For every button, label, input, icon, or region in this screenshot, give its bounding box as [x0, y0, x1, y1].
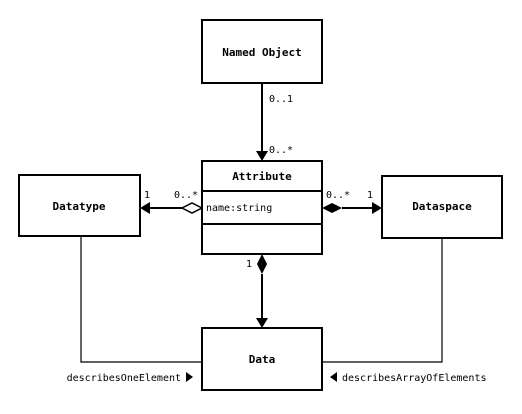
attribute-field: name:string [206, 203, 272, 214]
connector-attribute-data [256, 254, 268, 328]
class-attribute[interactable]: Attribute name:string [201, 160, 323, 255]
class-name: Attribute [232, 170, 292, 183]
class-name: Datatype [53, 200, 106, 213]
association-label: describesOneElement [67, 373, 181, 384]
multiplicity-label: 1 [246, 259, 252, 270]
class-datatype[interactable]: Datatype [18, 174, 141, 237]
arrowhead-icon [256, 318, 268, 328]
arrowhead-icon [372, 202, 382, 214]
connector-named-object-attribute [256, 83, 268, 161]
multiplicity-label: 1 [367, 190, 373, 201]
multiplicity-label: 0..* [326, 190, 350, 201]
connector-attribute-datatype [140, 202, 204, 214]
multiplicity-label: 0..1 [269, 94, 293, 105]
triangle-left-icon [330, 372, 337, 382]
arrowhead-icon [256, 151, 268, 161]
hollow-diamond-icon [180, 202, 204, 214]
association-left: describesOneElement [67, 372, 193, 384]
association-right: describesArrayOfElements [330, 372, 487, 384]
filled-diamond-icon [322, 203, 342, 213]
multiplicity-label: 0..* [269, 145, 293, 156]
association-label: describesArrayOfElements [342, 373, 487, 384]
arrowhead-icon [140, 202, 150, 214]
connector-attribute-dataspace [322, 202, 382, 214]
multiplicity-label: 0..* [174, 190, 198, 201]
class-data[interactable]: Data [201, 327, 323, 391]
multiplicity-label: 1 [144, 190, 150, 201]
class-name: Dataspace [412, 200, 472, 213]
triangle-right-icon [186, 372, 193, 382]
connector-datatype-data [80, 236, 201, 363]
class-name: Named Object [222, 46, 301, 59]
class-named-object[interactable]: Named Object [201, 19, 323, 84]
connector-dataspace-data [322, 238, 443, 363]
class-name: Data [249, 353, 276, 366]
filled-diamond-icon [257, 254, 267, 274]
class-dataspace[interactable]: Dataspace [381, 175, 503, 239]
